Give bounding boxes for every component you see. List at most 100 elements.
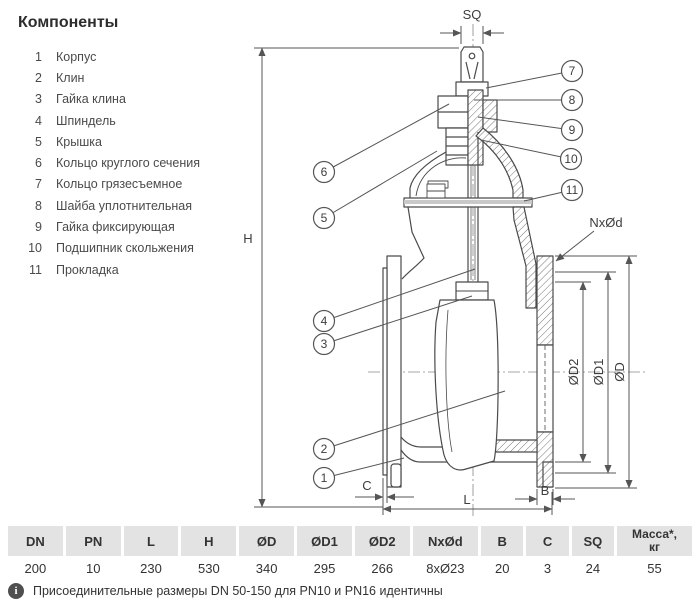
val-dn: 200 <box>8 556 63 580</box>
spec-table: DN PN L H ØD ØD1 ØD2 NxØd B C SQ Масса*,… <box>8 526 693 580</box>
component-label: Крышка <box>56 134 102 149</box>
spec-table-values: 200 10 230 530 340 295 266 8xØ23 20 3 24… <box>8 556 693 580</box>
svg-text:9: 9 <box>569 123 576 137</box>
callout-6: 6 <box>312 160 336 184</box>
left-flange <box>386 255 402 488</box>
component-label: Гайка клина <box>56 92 126 107</box>
component-number: 7 <box>35 177 42 192</box>
svg-text:2: 2 <box>321 442 328 456</box>
callout-8: 8 <box>560 88 584 112</box>
component-item: 6 Кольцо круглого сечения <box>18 152 233 173</box>
val-pn: 10 <box>65 556 121 580</box>
dim-od: ØD <box>612 362 627 382</box>
bolt-head <box>426 183 446 199</box>
right-foot <box>542 461 554 488</box>
callout-3: 3 <box>312 332 336 356</box>
val-od: 340 <box>239 556 295 580</box>
callout-4: 4 <box>312 309 336 333</box>
bonnet-left <box>409 151 447 198</box>
svg-text:7: 7 <box>569 64 576 78</box>
bonnet-section <box>475 127 524 199</box>
col-b: B <box>481 526 524 556</box>
callout-11: 11 <box>560 178 584 202</box>
component-label: Прокладка <box>56 262 119 277</box>
component-number: 2 <box>35 70 42 85</box>
val-mass: 55 <box>617 556 693 580</box>
info-icon: i <box>8 583 24 599</box>
body-wall-section <box>512 206 537 309</box>
val-od2: 266 <box>354 556 410 580</box>
seat-ring-section <box>469 439 538 453</box>
col-od2: ØD2 <box>354 526 410 556</box>
dim-sq: SQ <box>463 7 482 22</box>
right-flange-upper <box>536 255 554 346</box>
dim-od1: ØD1 <box>591 359 606 386</box>
packing-rings <box>445 127 469 166</box>
callout-bubbles: 1 2 3 4 5 6 7 8 9 10 11 <box>312 59 584 490</box>
wedge-top-hint <box>415 157 467 197</box>
svg-text:8: 8 <box>569 93 576 107</box>
component-label: Кольцо круглого сечения <box>56 156 201 171</box>
callout-5: 5 <box>312 206 336 230</box>
callout-9: 9 <box>560 118 584 142</box>
val-b: 20 <box>481 556 524 580</box>
joint-flange <box>403 197 533 208</box>
component-item: 7 Кольцо грязесъемное <box>18 174 233 195</box>
col-nxod: NxØd <box>412 526 479 556</box>
component-label: Подшипник скольжения <box>56 241 194 256</box>
valve-body <box>382 46 554 488</box>
component-item: 2 Клин <box>18 67 233 88</box>
footnote-text: Присоединительные размеры DN 50-150 для … <box>33 584 443 598</box>
col-h: H <box>181 526 237 556</box>
val-nxod: 8xØ23 <box>412 556 479 580</box>
col-mass: Масса*, кг <box>617 526 693 556</box>
wedge-nut <box>455 281 489 301</box>
col-pn: PN <box>65 526 121 556</box>
col-mass-line2: кг <box>649 540 661 554</box>
col-c: C <box>526 526 569 556</box>
spec-table-header: DN PN L H ØD ØD1 ØD2 NxØd B C SQ Масса*,… <box>8 526 693 556</box>
component-label: Шпиндель <box>56 113 116 128</box>
col-od: ØD <box>239 526 295 556</box>
val-c: 3 <box>526 556 569 580</box>
component-number: 6 <box>35 156 42 171</box>
component-item: 3 Гайка клина <box>18 89 233 110</box>
wedge-seat-section <box>478 401 494 441</box>
centerlines <box>368 24 648 516</box>
svg-text:11: 11 <box>566 183 579 197</box>
val-l: 230 <box>123 556 179 580</box>
callout-2: 2 <box>312 437 336 461</box>
dim-l: L <box>463 492 470 507</box>
component-number: 9 <box>35 220 42 235</box>
component-item: 10 Подшипник скольжения <box>18 238 233 259</box>
callout-10: 10 <box>559 147 583 171</box>
col-dn: DN <box>8 526 63 556</box>
callout-1: 1 <box>312 466 336 490</box>
packing-section <box>467 89 484 166</box>
component-number: 1 <box>35 49 42 64</box>
stem-collar <box>455 81 489 97</box>
footnote: i Присоединительные размеры DN 50-150 дл… <box>8 583 443 599</box>
svg-text:1: 1 <box>321 471 328 485</box>
gland-nut-section <box>482 99 498 133</box>
dim-b: B <box>541 483 550 498</box>
gasket <box>404 200 532 204</box>
left-foot <box>390 463 402 488</box>
callout-7: 7 <box>560 59 584 83</box>
component-label: Шайба уплотнительная <box>56 198 192 213</box>
col-l: L <box>123 526 179 556</box>
component-number: 10 <box>28 241 42 256</box>
component-number: 3 <box>35 92 42 107</box>
component-label: Корпус <box>56 49 97 64</box>
dim-h: H <box>243 231 252 246</box>
svg-text:6: 6 <box>321 165 328 179</box>
right-flange-lower <box>536 431 554 488</box>
components-title: Компоненты <box>18 14 119 31</box>
component-label: Клин <box>56 70 85 85</box>
component-label: Кольцо грязесъемное <box>56 177 183 192</box>
component-item: 1 Корпус <box>18 46 233 67</box>
